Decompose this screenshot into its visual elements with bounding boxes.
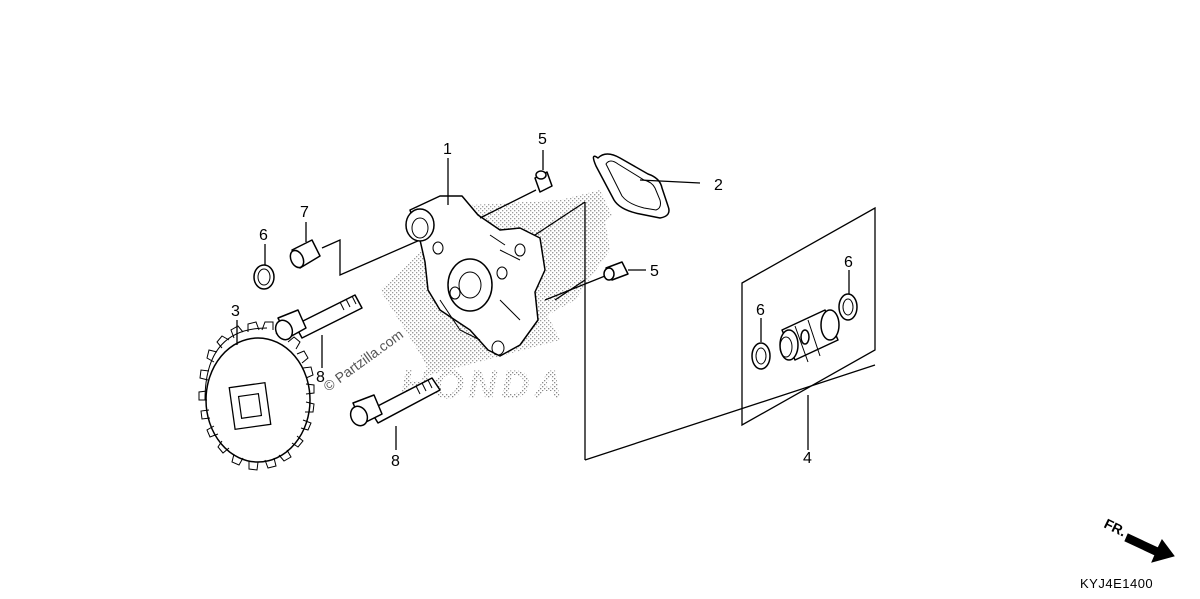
collar-upper: [534, 170, 553, 193]
callout-7: 7: [300, 204, 309, 221]
callout-4: 4: [803, 450, 812, 467]
callout-1: 1: [443, 141, 452, 158]
relief-valve: [779, 309, 840, 363]
callout-5-right: 5: [650, 263, 659, 280]
callout-5-upper: 5: [538, 131, 547, 148]
callout-8-lower: 8: [391, 453, 400, 470]
callout-8-upper: 8: [316, 369, 325, 386]
collar-right: [603, 261, 629, 281]
watermark-site: © Partzilla.com: [320, 326, 406, 394]
callout-6-left: 6: [259, 227, 268, 244]
direction-label: FR.: [1102, 515, 1129, 539]
gasket: [592, 153, 670, 219]
callout-6-valve-left: 6: [756, 302, 765, 319]
oil-pump-body: [405, 195, 546, 357]
o-ring-valve-right: [838, 293, 858, 321]
front-arrow-icon: FR.: [1102, 515, 1175, 563]
flange-bolt-upper: [274, 294, 363, 341]
o-ring-valve-left: [751, 342, 771, 370]
o-ring-left: [253, 264, 275, 290]
dowel-pin: [289, 239, 321, 269]
callout-3: 3: [231, 303, 240, 320]
flange-bolt-lower: [349, 377, 441, 427]
oil-pump-gear: [198, 321, 315, 471]
callout-6-valve-right: 6: [844, 254, 853, 271]
diagram-code: KYJ4E1400: [1080, 576, 1154, 591]
callout-2: 2: [714, 177, 723, 194]
